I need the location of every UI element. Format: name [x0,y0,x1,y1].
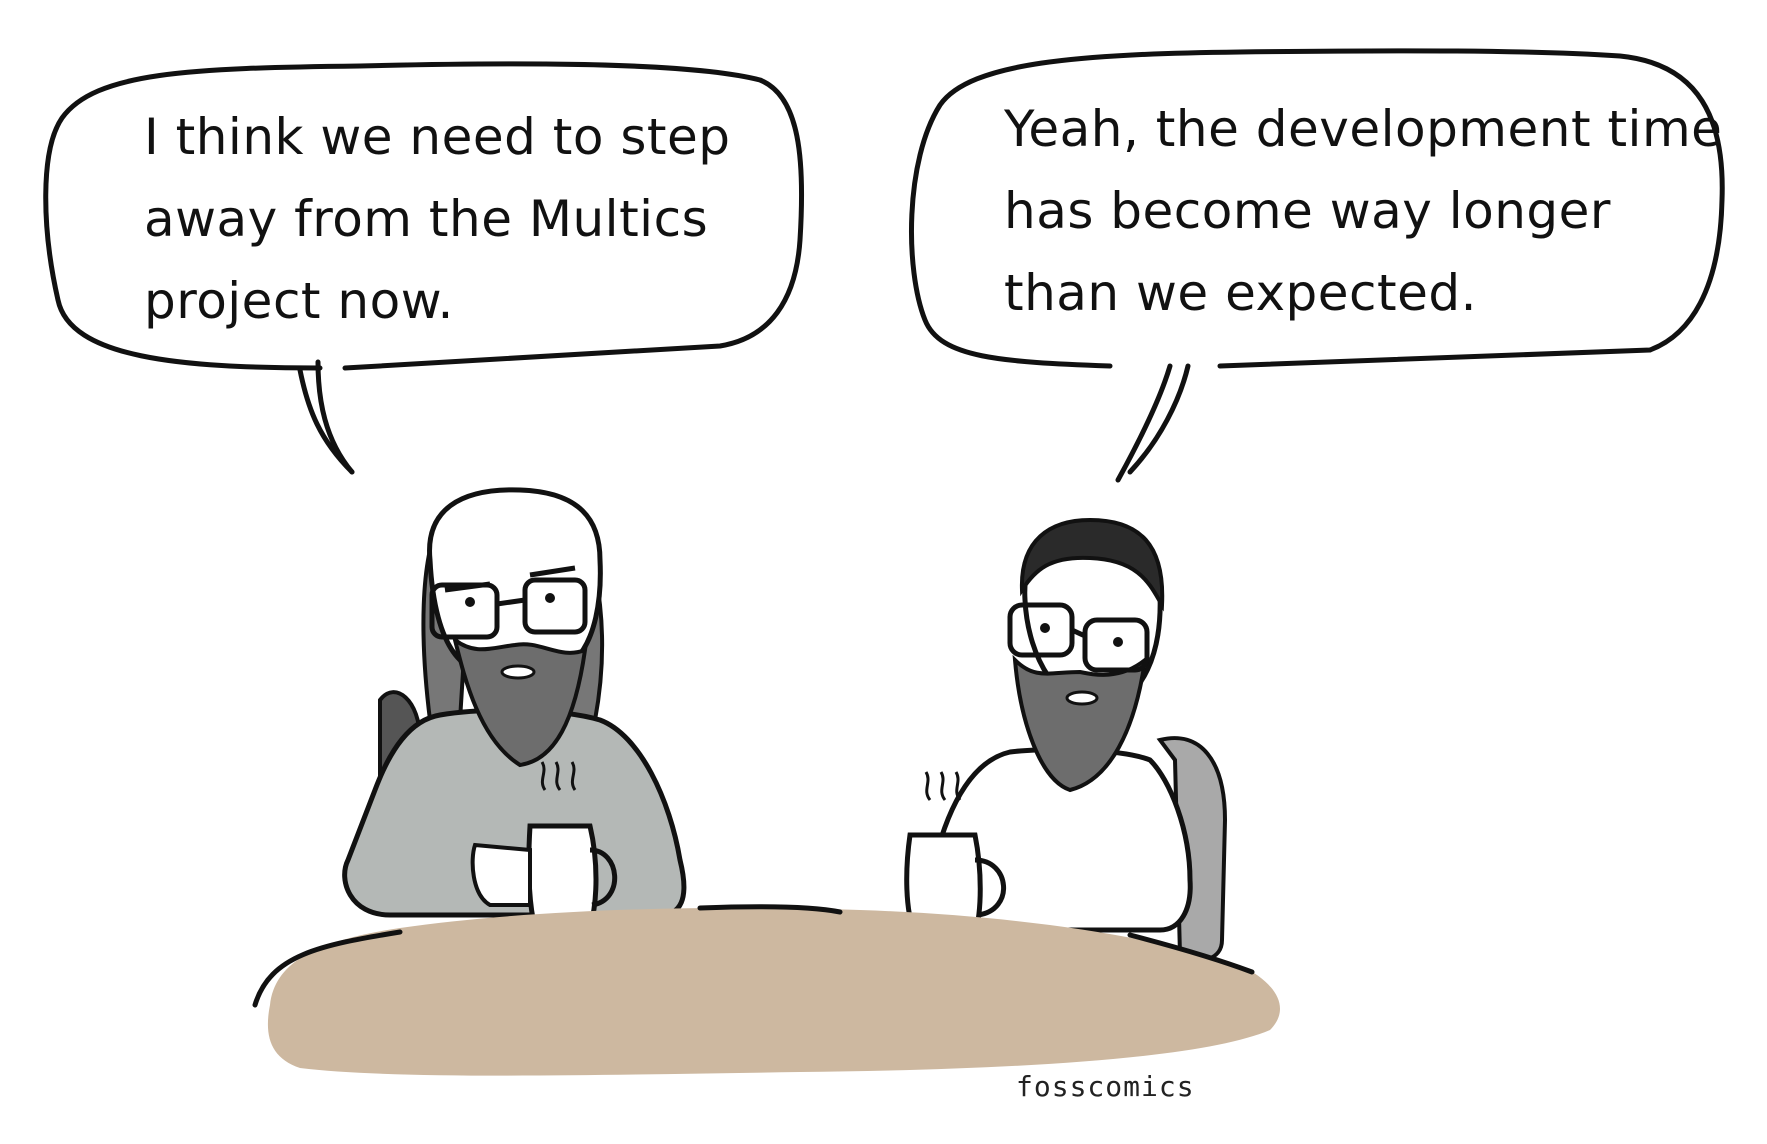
left-speech-line: project now. [144,272,454,330]
right-speech-line: than we expected. [1004,264,1478,322]
right-character [904,517,1193,938]
comic-credit: fosscomics [1016,1070,1195,1103]
right-speech-bubble [908,48,1725,483]
left-speech-line: I think we need to step [144,108,731,166]
left-speech-bubble [43,61,805,475]
left-character [342,487,687,931]
right-speech-line: Yeah, the development time [1004,100,1723,158]
right-speech-line: has become way longer [1004,182,1611,240]
left-speech-text: I think we need to step away from the Mu… [144,96,731,342]
left-speech-line: away from the Multics [144,190,709,248]
table [252,904,1280,1076]
right-speech-text: Yeah, the development time has become wa… [1004,88,1722,334]
